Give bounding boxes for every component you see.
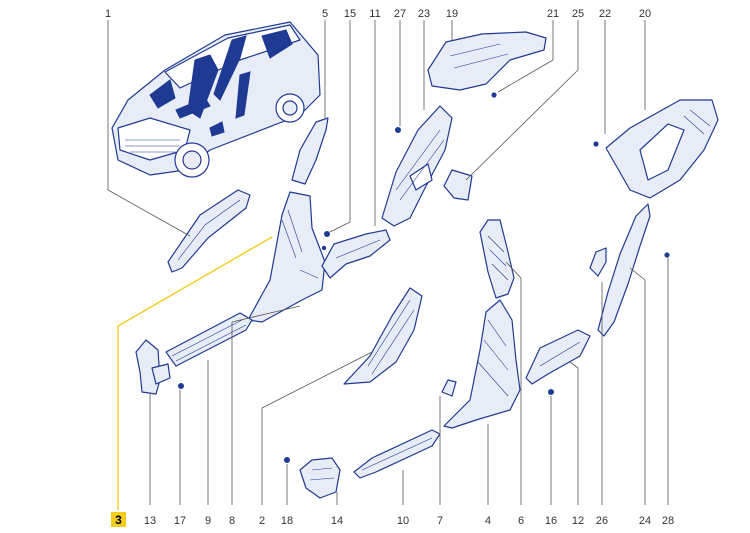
part-18: [284, 457, 290, 463]
callout-24: 24: [639, 515, 651, 527]
part-22: [593, 141, 599, 147]
part-2: [343, 287, 423, 385]
part-13: [135, 339, 161, 395]
part-5: [291, 117, 329, 185]
callout-4: 4: [485, 515, 491, 527]
callout-11: 11: [369, 8, 380, 20]
part-26: [589, 247, 607, 277]
callout-22: 22: [599, 8, 611, 20]
part-27: [395, 127, 401, 133]
highlight-leader-3: [117, 236, 273, 510]
part-4: [443, 299, 521, 429]
callout-21: 21: [547, 8, 559, 20]
callout-10: 10: [397, 515, 409, 527]
callout-3-highlight: [111, 512, 126, 527]
part-23: [381, 105, 453, 227]
callout-3: 3: [115, 513, 122, 527]
callout-labels: 1 5 15 11 27 23 19 21 25 22 20 3 13 17 9…: [105, 8, 674, 527]
callout-27: 27: [394, 8, 406, 20]
callout-23: 23: [418, 8, 430, 20]
part-28: [664, 252, 670, 258]
callout-19: 19: [446, 8, 458, 20]
callout-28: 28: [662, 515, 674, 527]
part-12: [525, 329, 591, 385]
callout-1: 1: [105, 8, 111, 20]
callout-8: 8: [229, 515, 235, 527]
callout-14: 14: [331, 515, 343, 527]
callout-15: 15: [344, 8, 356, 20]
callout-2: 2: [259, 515, 265, 527]
callout-20: 20: [639, 8, 651, 20]
part-24: [597, 203, 651, 337]
part-19: [427, 31, 547, 91]
callout-6: 6: [518, 515, 524, 527]
callout-9: 9: [205, 515, 211, 527]
part-17: [178, 383, 184, 389]
part-7: [441, 379, 457, 397]
part-9: [165, 312, 253, 367]
callout-25: 25: [572, 8, 584, 20]
part-21: [491, 92, 497, 98]
part-25: [443, 169, 473, 201]
part-1: [167, 189, 251, 273]
part-11: [321, 229, 391, 279]
callout-16: 16: [545, 515, 557, 527]
part-8: [247, 191, 326, 323]
leader-lines: [107, 20, 669, 505]
part-6: [479, 219, 515, 299]
part-15: [324, 231, 330, 237]
callout-26: 26: [596, 515, 608, 527]
callout-5: 5: [322, 8, 328, 20]
callout-18: 18: [281, 515, 293, 527]
callout-12: 12: [572, 515, 584, 527]
vehicle-overview: [111, 21, 321, 178]
callout-17: 17: [174, 515, 186, 527]
part-16: [548, 389, 554, 395]
callout-13: 13: [144, 515, 156, 527]
callout-7: 7: [437, 515, 443, 527]
